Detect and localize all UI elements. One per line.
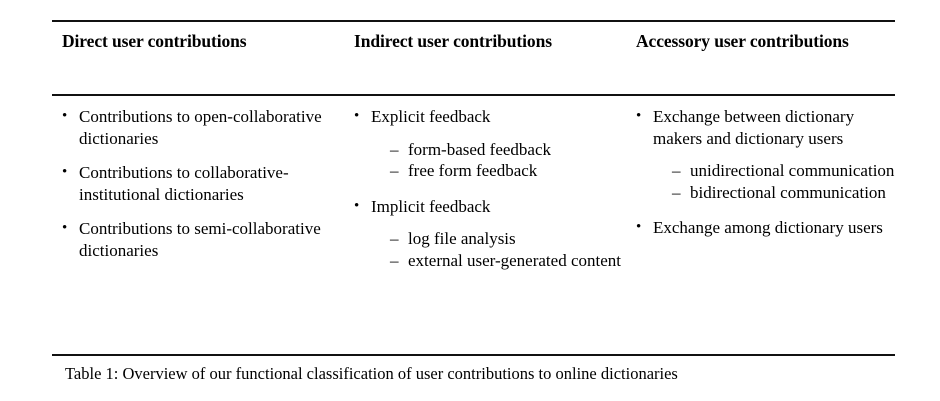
sub-list-item: – bidirectional communication bbox=[672, 182, 895, 204]
table-rule-top bbox=[52, 20, 895, 22]
sub-list-item: – free form feedback bbox=[390, 160, 625, 182]
list-item: • Contributions to open-collaborative di… bbox=[62, 106, 344, 149]
dash-marker-icon: – bbox=[390, 161, 399, 180]
sub-list-item: – log file analysis bbox=[390, 228, 625, 250]
table-column-accessory-user-contributions: Accessory user contributions • Exchange … bbox=[625, 0, 895, 239]
dash-marker-icon: – bbox=[390, 229, 399, 248]
dash-marker-icon: – bbox=[390, 139, 399, 159]
bullet-marker-icon: • bbox=[354, 197, 360, 214]
bullet-marker-icon: • bbox=[354, 108, 360, 124]
column-body-accessory: • Exchange between dictionary makers and… bbox=[636, 106, 895, 239]
sub-list-item: – external user-generated content bbox=[390, 250, 625, 272]
dash-marker-icon: – bbox=[390, 250, 399, 270]
sub-list-item-text: external user-generated content bbox=[408, 250, 621, 270]
list-item-text: Implicit feedback bbox=[371, 196, 491, 216]
list-item-text: Exchange between dictionary makers and d… bbox=[653, 107, 855, 148]
bullet-marker-icon: • bbox=[62, 164, 68, 180]
column-header-indirect: Indirect user contributions bbox=[354, 31, 552, 51]
sub-list: – unidirectional communication – bidirec… bbox=[653, 160, 895, 203]
table-column-indirect-user-contributions: Indirect user contributions • Explicit f… bbox=[344, 0, 625, 285]
list-item: • Contributions to semi-collaborative di… bbox=[62, 218, 344, 261]
sub-list-item: – unidirectional communication bbox=[672, 160, 895, 182]
column-header-accessory: Accessory user contributions bbox=[636, 31, 849, 51]
bullet-marker-icon: • bbox=[62, 220, 68, 236]
table-column-direct-user-contributions: Direct user contributions • Contribution… bbox=[52, 0, 344, 261]
sub-list-item-text: free form feedback bbox=[408, 161, 538, 180]
bullet-marker-icon: • bbox=[636, 219, 642, 235]
list-item: • Contributions to collaborative-institu… bbox=[62, 162, 344, 205]
sub-list: – log file analysis – external user-gene… bbox=[371, 228, 625, 271]
sub-list-item-text: form-based feedback bbox=[408, 139, 552, 159]
bullet-marker-icon: • bbox=[62, 108, 68, 124]
column-body-direct: • Contributions to open-collaborative di… bbox=[62, 106, 344, 261]
list-item: • Explicit feedback – form-based feedbac… bbox=[354, 106, 625, 182]
sub-list-item: – form-based feedback bbox=[390, 139, 625, 161]
table-rule-bottom bbox=[52, 354, 895, 356]
list-item-text: Contributions to collaborative-instituti… bbox=[79, 163, 289, 204]
bullet-list-accessory: • Exchange between dictionary makers and… bbox=[636, 106, 895, 239]
list-item: • Exchange among dictionary users bbox=[636, 217, 895, 239]
dash-marker-icon: – bbox=[672, 182, 681, 202]
sub-list: – form-based feedback – free form feedba… bbox=[371, 139, 625, 182]
bullet-list-indirect: • Explicit feedback – form-based feedbac… bbox=[354, 106, 625, 271]
bullet-marker-icon: • bbox=[636, 108, 642, 124]
sub-list-item-text: bidirectional communication bbox=[690, 182, 886, 202]
table-columns: Direct user contributions • Contribution… bbox=[52, 0, 895, 285]
list-item-text: Explicit feedback bbox=[371, 107, 491, 126]
list-item: • Implicit feedback – log file analysis … bbox=[354, 196, 625, 272]
bullet-list-direct: • Contributions to open-collaborative di… bbox=[62, 106, 344, 261]
sub-list-item-text: log file analysis bbox=[408, 229, 516, 248]
list-item-text: Contributions to open-collaborative dict… bbox=[79, 107, 322, 148]
sub-list-item-text: unidirectional communication bbox=[690, 161, 895, 180]
list-item: • Exchange between dictionary makers and… bbox=[636, 106, 895, 203]
column-body-indirect: • Explicit feedback – form-based feedbac… bbox=[354, 106, 625, 271]
dash-marker-icon: – bbox=[672, 161, 681, 180]
list-item-text: Contributions to semi-collaborative dict… bbox=[79, 219, 321, 260]
table-caption: Table 1: Overview of our functional clas… bbox=[65, 364, 678, 383]
column-header-direct: Direct user contributions bbox=[62, 31, 247, 51]
table-rule-middle bbox=[52, 94, 895, 96]
list-item-text: Exchange among dictionary users bbox=[653, 218, 883, 237]
